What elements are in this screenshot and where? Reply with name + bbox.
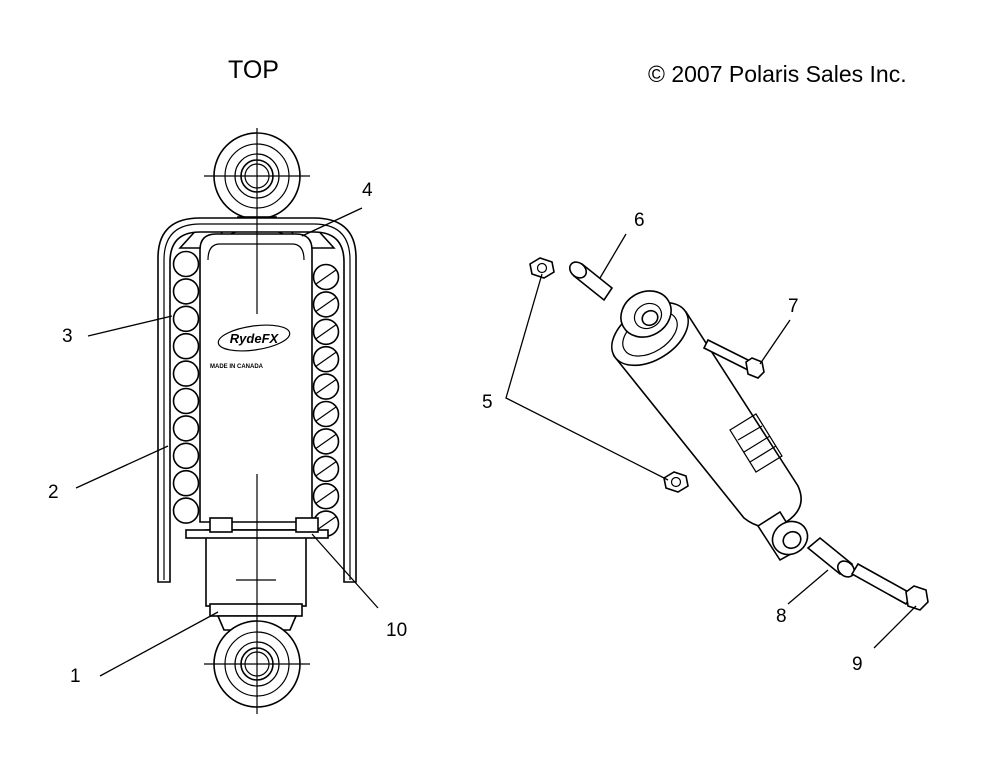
copyright-notice: © 2007 Polaris Sales Inc. — [648, 61, 907, 87]
lower-bushing — [806, 536, 856, 578]
spring-coil-left — [172, 250, 200, 278]
callout-8: 8 — [776, 606, 787, 627]
spring-coil-left — [172, 469, 200, 497]
spring-coil-hatch — [315, 269, 337, 285]
callout-1: 1 — [70, 666, 81, 687]
spring-coil-left — [172, 305, 200, 333]
lower-eye-iso — [756, 510, 809, 562]
spring-coil-left — [172, 497, 200, 524]
spring-coil-left — [172, 332, 200, 360]
upper-bushing — [568, 261, 614, 302]
spring — [172, 250, 340, 537]
callout-10: 10 — [386, 620, 408, 641]
view-label: TOP — [228, 56, 279, 84]
spring-coil-left — [172, 415, 200, 442]
callout-6: 6 — [634, 210, 645, 231]
lower-bolt — [850, 562, 929, 611]
spring-coil-left — [172, 387, 200, 415]
spring-coil-left — [172, 360, 200, 387]
callout-5: 5 — [482, 392, 493, 413]
spring-coil-hatch — [315, 488, 337, 504]
upper-bolt — [702, 338, 765, 379]
spring-coil-left — [172, 442, 200, 470]
spring-coil-hatch — [315, 433, 337, 449]
center-lines — [204, 128, 310, 714]
spring-coil-hatch — [315, 324, 337, 340]
callout-7: 7 — [788, 296, 799, 317]
callout-9: 9 — [852, 654, 863, 675]
callout-3: 3 — [62, 326, 73, 347]
callout-2: 2 — [48, 482, 59, 503]
spring-coil-hatch — [315, 379, 337, 395]
spring-coil-left — [172, 278, 200, 305]
shock-brand-label: RydeFX — [230, 331, 280, 346]
shock-body: RydeFX MADE IN CANADA — [199, 233, 313, 631]
spring-coil-hatch — [315, 461, 337, 477]
spring-coils-left — [172, 250, 200, 524]
spring-coil-hatch — [315, 296, 337, 312]
shock-made-in-label: MADE IN CANADA — [210, 364, 264, 370]
leader-lines — [75, 207, 917, 677]
spring-coil-hatch — [315, 406, 337, 422]
callout-4: 4 — [362, 180, 373, 201]
upper-eye-iso — [620, 290, 672, 338]
shock-exploded-view — [529, 257, 929, 611]
nut-lower — [663, 471, 689, 493]
spring-coil-hatch — [315, 516, 337, 532]
shock-top-view: RydeFX MADE IN CANADA — [157, 128, 357, 714]
nut-upper — [529, 257, 555, 279]
spring-coil-hatch — [315, 351, 337, 367]
spring-coils-right — [312, 263, 340, 537]
